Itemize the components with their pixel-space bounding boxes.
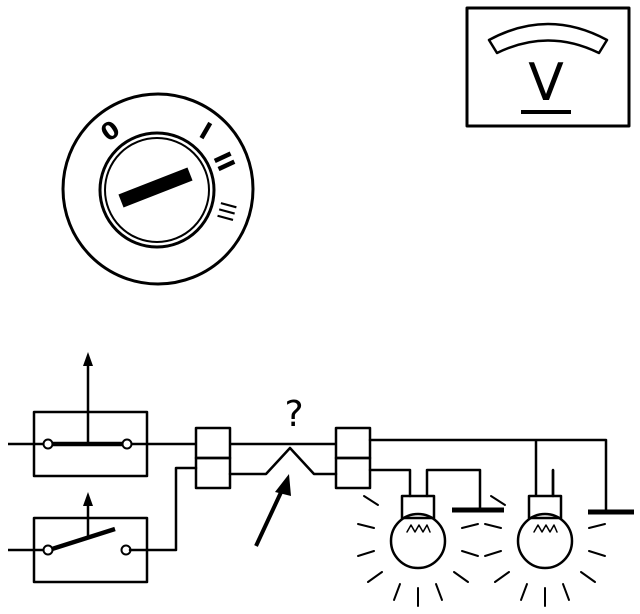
ignition-position-0: 0 — [96, 115, 126, 148]
fault-pointer-arrow-icon — [275, 474, 291, 496]
svg-text:III: III — [211, 198, 240, 223]
wire-middle-lower-faulty — [228, 446, 338, 476]
wire-lamp-left-ground — [425, 468, 482, 512]
fault-pointer-shaft — [254, 487, 285, 547]
ignition-switch: 0 I II III — [61, 92, 255, 286]
lamp-left-bulb-icon — [389, 512, 447, 570]
connector-right — [334, 426, 372, 490]
svg-text:I: I — [195, 117, 217, 146]
lamp-right-glow-rays — [484, 495, 606, 607]
ignition-cylinder-inner — [104, 137, 210, 243]
switch-lower-contact-left — [42, 544, 54, 556]
circuit: ? — [8, 352, 634, 607]
svg-text:0: 0 — [96, 115, 126, 148]
lamp-right — [484, 494, 606, 607]
wire-output-upper — [368, 438, 608, 514]
switch-upper-contact-right — [121, 438, 133, 450]
switch-upper-contact-left — [42, 438, 54, 450]
lamp-right-filament — [533, 524, 558, 533]
lamp-right-bulb-icon — [516, 512, 574, 570]
ignition-key-slot — [118, 167, 193, 208]
voltmeter: V — [465, 6, 631, 128]
connector-left-lower — [194, 456, 232, 490]
switch-upper-arrow-icon — [83, 352, 93, 366]
lamp-left-filament — [406, 524, 431, 533]
connector-right-lower — [334, 456, 372, 490]
connector-right-upper — [334, 426, 372, 460]
unknown-fault-marker: ? — [284, 394, 303, 435]
voltmeter-frame — [465, 6, 631, 128]
ignition-position-1: I — [195, 117, 217, 146]
voltmeter-symbol: V — [528, 53, 564, 113]
connector-left-upper — [194, 426, 232, 460]
wire-output-lower — [368, 468, 412, 498]
voltmeter-scale-arc — [487, 22, 609, 55]
lamp-left-base — [400, 494, 436, 520]
switch-lower-blade — [51, 526, 116, 552]
lamp-right-base — [527, 494, 563, 520]
ignition-outer-ring — [61, 92, 255, 286]
switch-upper-closed — [8, 352, 196, 478]
connector-left — [194, 426, 232, 490]
switch-lower-arrow-icon — [83, 492, 93, 506]
switch-lower-open — [8, 466, 198, 584]
lamp-left-glow-rays — [357, 495, 479, 607]
lamp-left — [357, 494, 479, 607]
ignition-position-3: III — [211, 198, 240, 223]
wire-lower-to-connector — [128, 466, 198, 552]
ignition-cylinder-outer — [98, 131, 216, 249]
